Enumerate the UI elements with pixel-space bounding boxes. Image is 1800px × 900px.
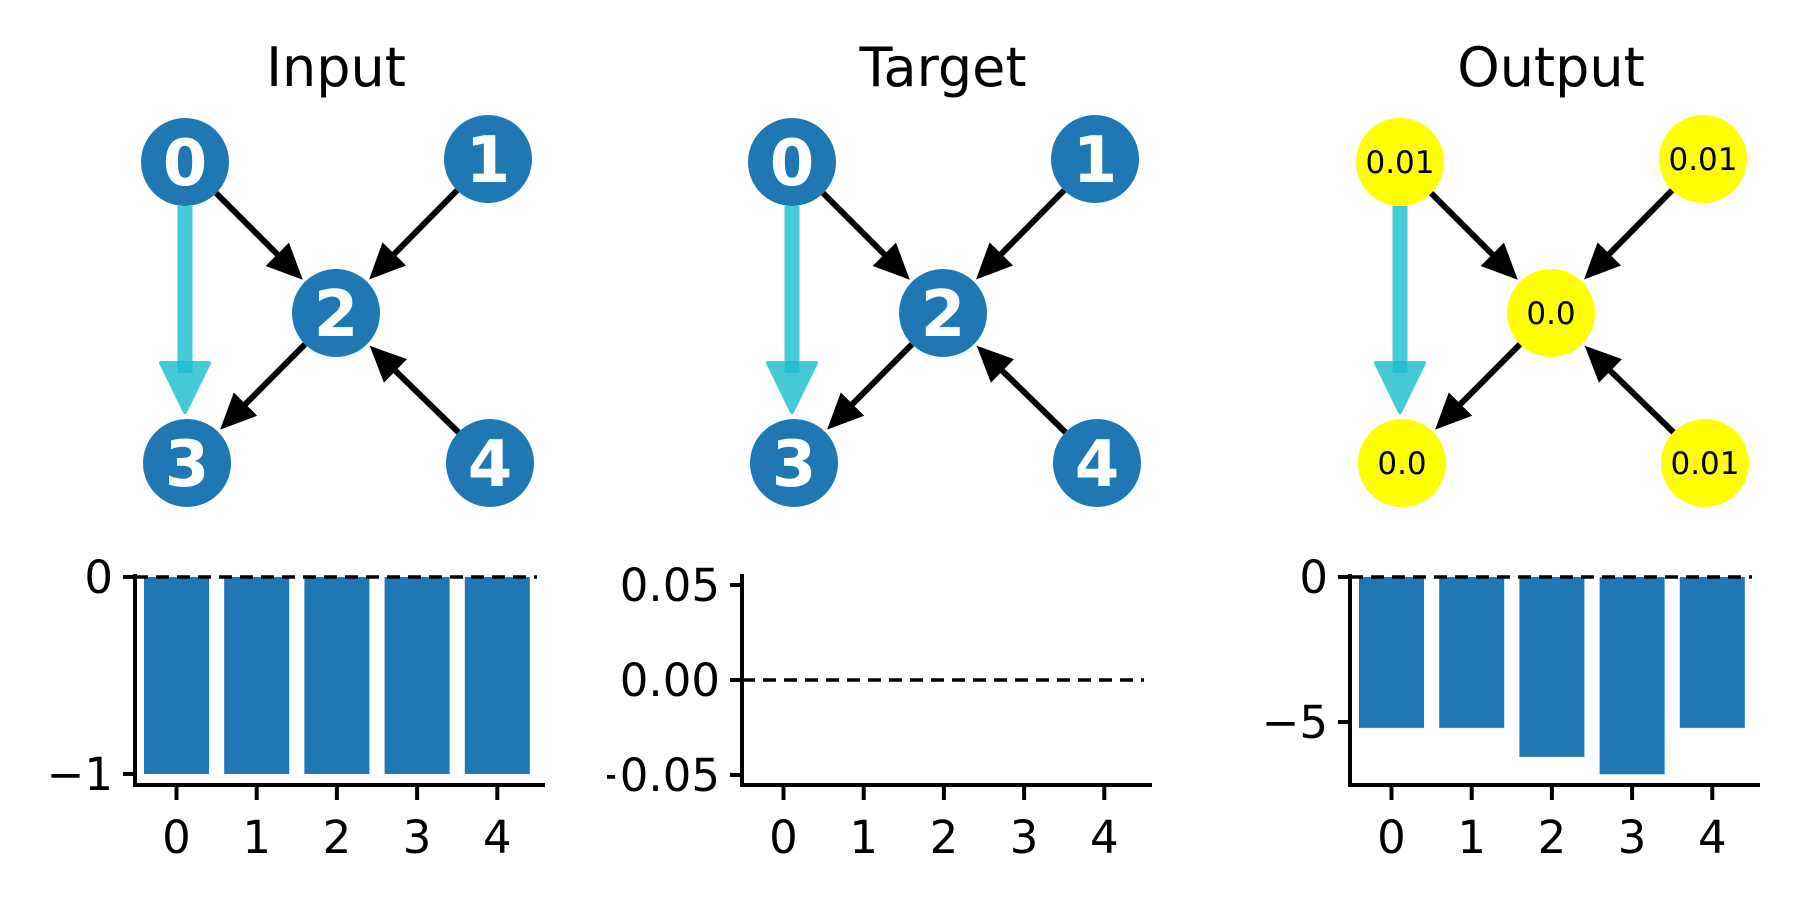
graph-edge-arrowhead <box>265 242 303 280</box>
graph-node-label: 0.0 <box>1377 446 1426 482</box>
graph-node <box>1356 118 1444 206</box>
panel-title-output: Output <box>1457 36 1645 99</box>
x-tick-label: 1 <box>849 811 878 864</box>
graph-edge-arrowhead <box>369 242 407 280</box>
y-tick-label: 0 <box>84 551 113 604</box>
graph-edge-arrowhead <box>1480 242 1518 280</box>
x-tick-label: 1 <box>242 811 271 864</box>
graph-edge <box>239 342 308 410</box>
x-tick-label: 0 <box>162 811 191 864</box>
y-tick-label: −1 <box>47 748 113 801</box>
graph-node-label: 0 <box>163 127 208 201</box>
graph-edge-arrowhead <box>220 392 258 430</box>
graph-node-label: 0 <box>770 127 815 201</box>
graph-edge <box>1454 342 1523 410</box>
graph-node-label: 0.0 <box>1526 296 1575 332</box>
bar <box>1359 576 1424 728</box>
x-tick-label: 3 <box>403 811 432 864</box>
graph-node-label: 0.01 <box>1365 145 1434 181</box>
bar <box>1439 576 1505 728</box>
graph-edge <box>1604 365 1676 435</box>
graph-edge-arrowhead <box>1435 392 1473 430</box>
graph-edge-arrowhead <box>976 242 1014 280</box>
graph-node <box>750 419 838 507</box>
graph-node-label: 2 <box>314 278 359 352</box>
graph-node-label: 1 <box>466 124 511 198</box>
graph-node <box>1659 115 1747 203</box>
graph-node-label: 0.01 <box>1668 142 1737 178</box>
graph-node-label: 4 <box>1075 428 1120 502</box>
graph-node-label: 4 <box>468 428 513 502</box>
panel-title-input: Input <box>266 36 406 99</box>
graph-edge <box>820 190 890 260</box>
graph-edge <box>389 365 461 435</box>
bar <box>224 576 290 774</box>
graph-node <box>1507 269 1595 357</box>
x-tick-label: 2 <box>323 811 352 864</box>
graph-edge-arrowhead <box>827 392 865 430</box>
graph-edge-arrowhead <box>1584 345 1622 383</box>
graph-node <box>1053 419 1141 507</box>
graph-node <box>141 118 229 206</box>
graph-node-label: 2 <box>921 278 966 352</box>
graph-node <box>899 269 987 357</box>
graph-edge <box>213 190 283 260</box>
x-tick-label: 2 <box>930 811 959 864</box>
x-tick-label: 1 <box>1457 811 1486 864</box>
bar <box>1679 576 1745 728</box>
x-tick-label: 4 <box>1698 811 1727 864</box>
highlight-edge-arrowhead <box>766 361 818 414</box>
x-tick-label: 0 <box>1377 811 1406 864</box>
bar <box>384 576 450 774</box>
highlight-edge-arrowhead <box>159 361 211 414</box>
x-tick-label: 3 <box>1010 811 1039 864</box>
y-tick-label: −0.05 <box>607 749 720 802</box>
x-tick-label: 3 <box>1618 811 1647 864</box>
y-tick-label: 0 <box>1299 551 1328 604</box>
x-tick-label: 2 <box>1538 811 1567 864</box>
graph-node <box>446 419 534 507</box>
x-tick-label: 0 <box>769 811 798 864</box>
x-tick-label: 4 <box>1090 811 1119 864</box>
bar <box>144 576 209 774</box>
graph-edge-arrowhead <box>1584 242 1622 280</box>
graph-node-label: 3 <box>165 428 210 502</box>
bar <box>1599 576 1665 775</box>
graph-edge <box>1603 188 1675 260</box>
graph-node <box>444 115 532 203</box>
graph-node-label: 0.01 <box>1670 446 1739 482</box>
graph-node <box>143 419 231 507</box>
graph-node <box>748 118 836 206</box>
graph-edge <box>996 365 1068 435</box>
x-tick-label: 4 <box>483 811 512 864</box>
graph-node-label: 1 <box>1073 124 1118 198</box>
graph-edge <box>1428 190 1498 260</box>
bar <box>1519 576 1585 757</box>
panel-title-target: Target <box>859 36 1027 99</box>
graph-edge-arrowhead <box>976 345 1014 383</box>
y-tick-label: −5 <box>1262 696 1328 749</box>
bar <box>304 576 370 774</box>
highlight-edge-arrowhead <box>1374 361 1426 414</box>
graph-edge-arrowhead <box>369 345 407 383</box>
graph-edge-arrowhead <box>872 242 910 280</box>
bar <box>464 576 530 774</box>
y-tick-label: 0.05 <box>620 559 720 612</box>
graph-edge <box>846 342 915 410</box>
graph-node <box>1358 419 1446 507</box>
y-tick-label: 0.00 <box>620 654 720 707</box>
graph-edge <box>995 188 1067 260</box>
graph-node-label: 3 <box>772 428 817 502</box>
graph-edge <box>388 188 460 260</box>
graph-node <box>1051 115 1139 203</box>
graph-node <box>292 269 380 357</box>
graph-node <box>1661 419 1749 507</box>
